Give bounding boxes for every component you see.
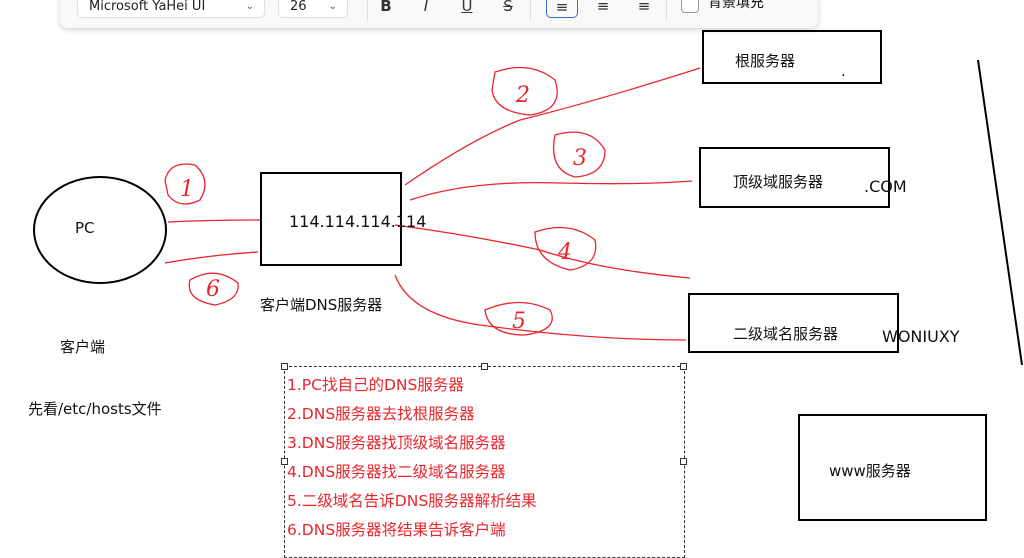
bg-fill-checkbox[interactable] bbox=[681, 0, 699, 13]
bg-fill-label: 背景填充 bbox=[708, 0, 764, 11]
divider bbox=[530, 0, 531, 20]
divider-line bbox=[977, 59, 1023, 366]
sld-server-box bbox=[688, 293, 899, 353]
step-item: 4.DNS服务器找二级域名服务器 bbox=[287, 463, 506, 481]
www-server-label: www服务器 bbox=[829, 462, 911, 480]
step-item: 6.DNS服务器将结果告诉客户端 bbox=[287, 521, 506, 539]
tld-server-box bbox=[699, 147, 890, 208]
root-server-box bbox=[702, 30, 882, 84]
tld-server-label: 顶级域服务器 bbox=[733, 173, 824, 191]
chevron-down-icon: ⌄ bbox=[245, 1, 254, 12]
italic-button[interactable]: I bbox=[423, 0, 429, 15]
font-size-value: 26 bbox=[290, 0, 307, 14]
annotation-2: 2 bbox=[515, 83, 530, 108]
annotation-3: 3 bbox=[573, 146, 587, 171]
annotation-4: 4 bbox=[557, 240, 572, 265]
sld-server-label: 二级域名服务器 bbox=[733, 325, 839, 343]
resize-handle[interactable] bbox=[680, 458, 687, 465]
strikethrough-button[interactable]: S bbox=[503, 0, 513, 15]
divider bbox=[367, 0, 368, 20]
red-arrows bbox=[164, 66, 701, 341]
step-item: 1.PC找自己的DNS服务器 bbox=[287, 376, 464, 394]
resize-handle[interactable] bbox=[281, 363, 288, 370]
hosts-note: 先看/etc/hosts文件 bbox=[28, 400, 162, 418]
underline-button[interactable]: U bbox=[461, 0, 473, 15]
local-dns-box bbox=[260, 172, 402, 266]
www-server-box bbox=[798, 414, 987, 521]
font-size-select[interactable]: 26 ⌄ bbox=[278, 0, 348, 18]
pc-label: PC bbox=[75, 219, 95, 237]
font-family-value: Microsoft YaHei UI bbox=[89, 0, 206, 14]
align-center-button[interactable]: ≡ bbox=[596, 0, 610, 15]
annotation-6: 6 bbox=[206, 277, 220, 302]
annotation-1: 1 bbox=[180, 177, 194, 202]
annotation-5: 5 bbox=[512, 309, 526, 334]
resize-handle[interactable] bbox=[680, 363, 687, 370]
step-item: 5.二级域名告诉DNS服务器解析结果 bbox=[287, 492, 537, 510]
align-right-button[interactable]: ≡ bbox=[637, 0, 651, 15]
sld-note: WONIUXY bbox=[882, 327, 960, 346]
pc-ellipse bbox=[33, 176, 167, 284]
divider bbox=[666, 0, 667, 20]
root-dot: . bbox=[841, 62, 846, 80]
client-label: 客户端 bbox=[60, 338, 106, 356]
tld-note: .COM bbox=[864, 177, 907, 196]
bold-button[interactable]: B bbox=[380, 0, 392, 15]
align-left-button[interactable]: ≡ bbox=[546, 0, 578, 18]
chevron-down-icon: ⌄ bbox=[328, 1, 337, 12]
step-item: 2.DNS服务器去找根服务器 bbox=[287, 405, 475, 423]
root-server-label: 根服务器 bbox=[735, 52, 796, 70]
resize-handle[interactable] bbox=[481, 363, 488, 370]
font-family-select[interactable]: Microsoft YaHei UI ⌄ bbox=[77, 0, 265, 18]
dns-ip: 114.114.114.114 bbox=[289, 212, 427, 231]
step-item: 3.DNS服务器找顶级域名服务器 bbox=[287, 434, 506, 452]
resize-handle[interactable] bbox=[281, 458, 288, 465]
dns-label: 客户端DNS服务器 bbox=[260, 296, 383, 314]
